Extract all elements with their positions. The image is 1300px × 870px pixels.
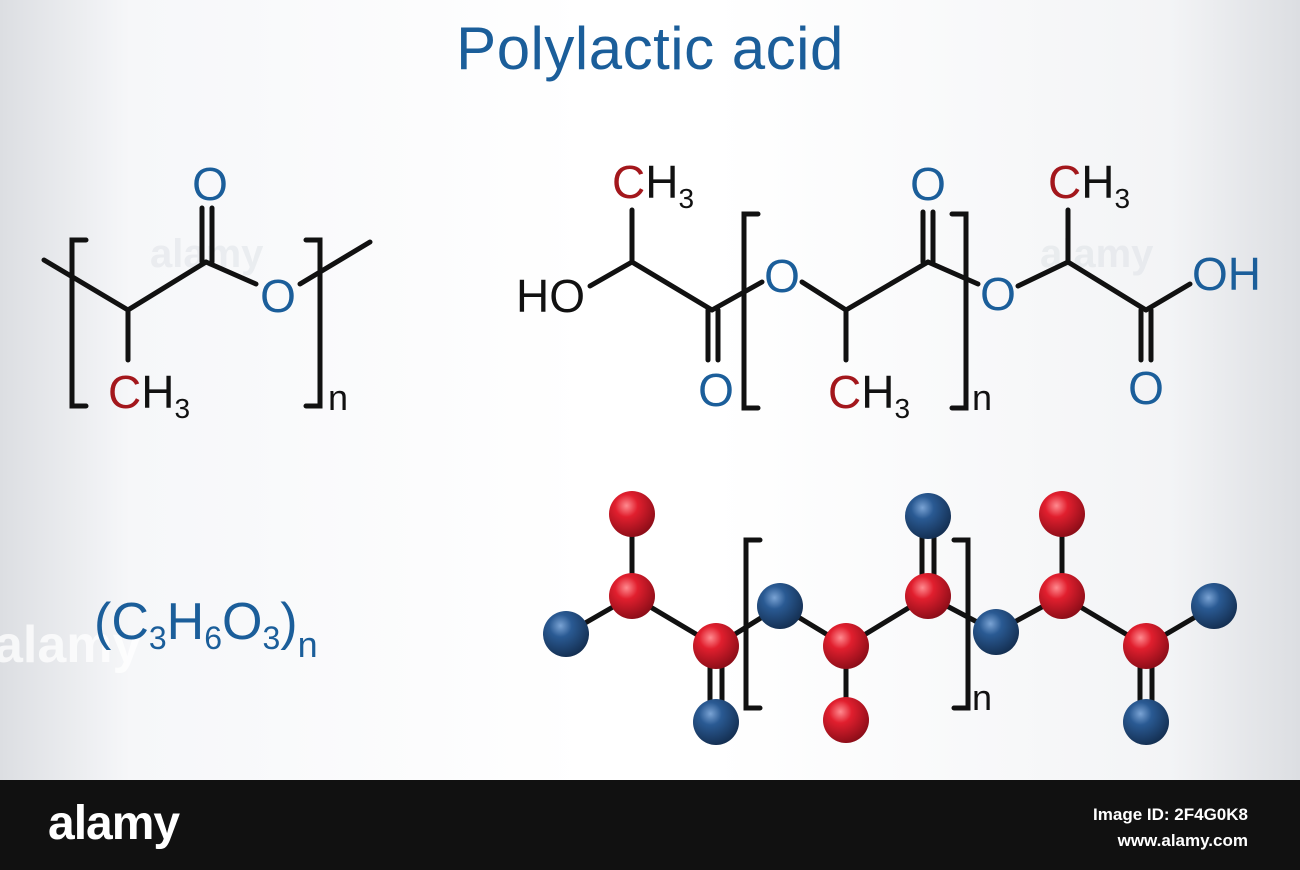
oxygen-atom xyxy=(1191,583,1237,629)
bond xyxy=(203,259,259,287)
carbonyl-oxygen-label: O xyxy=(1128,362,1164,414)
methyl-carbon: C xyxy=(828,366,861,418)
carbon-atom xyxy=(1123,623,1169,669)
methyl-subscript: 3 xyxy=(1114,183,1130,214)
hydroxyl-oxygen: OH xyxy=(1192,248,1261,300)
bond xyxy=(1015,259,1071,289)
page-title: Polylactic acid xyxy=(456,15,844,82)
formula-close: ) xyxy=(280,593,298,651)
image-id-block: Image ID: 2F4G0K8 www.alamy.com xyxy=(1093,802,1248,854)
site-url[interactable]: www.alamy.com xyxy=(1117,831,1248,850)
bond xyxy=(629,259,715,313)
methyl-hydrogen: H xyxy=(1081,156,1114,208)
structure-diagram: O O CH3 n xyxy=(41,156,1261,745)
methyl-subscript: 3 xyxy=(678,183,694,214)
methyl-label: CH3 xyxy=(612,156,694,214)
bond xyxy=(843,259,931,313)
bond xyxy=(297,239,373,287)
bond xyxy=(125,259,209,313)
ester-oxygen-label: O xyxy=(260,270,296,322)
repeat-unit-structure xyxy=(41,205,373,409)
bracket-left xyxy=(69,237,89,409)
bracket-right xyxy=(303,237,323,409)
carbon-atom xyxy=(609,573,655,619)
methyl-label: CH3 xyxy=(828,366,910,424)
methyl-subscript: 3 xyxy=(894,393,910,424)
carbon-atom xyxy=(823,623,869,669)
footer-bar: alamy Image ID: 2F4G0K8 www.alamy.com xyxy=(0,780,1300,870)
alamy-logo[interactable]: alamy xyxy=(48,797,180,850)
figure-canvas: Polylactic acid alamy alamy alamy O O CH… xyxy=(0,0,1300,780)
carbon-atom xyxy=(1039,491,1085,537)
oxygen-atom xyxy=(543,611,589,657)
hydroxyl-label: HO xyxy=(516,270,585,322)
ball-model-bonds xyxy=(563,513,1217,723)
oxygen-atom xyxy=(973,609,1019,655)
oxygen-atom xyxy=(757,583,803,629)
carbonyl-oxygen-label: O xyxy=(192,158,228,210)
methyl-subscript: 3 xyxy=(174,393,190,424)
ester-oxygen-label: O xyxy=(764,250,800,302)
methyl-carbon: C xyxy=(1048,156,1081,208)
carbon-atom xyxy=(609,491,655,537)
methyl-label: CH3 xyxy=(1048,156,1130,214)
carbonyl-oxygen-label: O xyxy=(698,364,734,416)
bond xyxy=(925,259,981,287)
repeat-count-label: n xyxy=(972,677,992,718)
bond xyxy=(587,259,635,289)
carbon-atom xyxy=(1039,573,1085,619)
formula-h: H xyxy=(166,593,205,651)
hydroxyl-label: OH xyxy=(1192,248,1261,300)
carbonyl-oxygen-label: O xyxy=(910,158,946,210)
molecular-formula: (C3H6O3)n xyxy=(94,592,318,666)
repeat-count-label: n xyxy=(972,377,992,418)
methyl-hydrogen: H xyxy=(861,366,894,418)
carbon-atom xyxy=(905,573,951,619)
methyl-carbon: C xyxy=(612,156,645,208)
ester-oxygen-label: O xyxy=(980,268,1016,320)
ball-model-atoms xyxy=(543,491,1237,745)
bracket-left xyxy=(743,537,763,711)
bond xyxy=(1143,281,1193,313)
oxygen-atom xyxy=(693,699,739,745)
bond xyxy=(41,257,131,313)
bracket-right xyxy=(949,211,969,411)
image-id: Image ID: 2F4G0K8 xyxy=(1093,805,1248,824)
formula-o: O xyxy=(222,593,263,651)
methyl-carbon: C xyxy=(108,366,141,418)
bond xyxy=(799,279,849,313)
formula-c-count: 3 xyxy=(148,620,167,656)
chain-structure xyxy=(587,207,1193,411)
repeat-count-label: n xyxy=(328,377,348,418)
formula-n: n xyxy=(297,624,318,665)
methyl-hydrogen: H xyxy=(645,156,678,208)
methyl-hydrogen: H xyxy=(141,366,174,418)
carbon-atom xyxy=(823,697,869,743)
methyl-label: CH3 xyxy=(108,366,190,424)
bond xyxy=(709,279,765,313)
bracket-right xyxy=(951,537,971,711)
carbon-atom xyxy=(693,623,739,669)
oxygen-atom xyxy=(1123,699,1169,745)
oxygen-atom xyxy=(905,493,951,539)
formula-o-count: 3 xyxy=(262,620,281,656)
formula-open: (C xyxy=(94,593,149,651)
formula-h-count: 6 xyxy=(204,620,223,656)
bond xyxy=(1065,259,1149,313)
bracket-left xyxy=(741,211,761,411)
